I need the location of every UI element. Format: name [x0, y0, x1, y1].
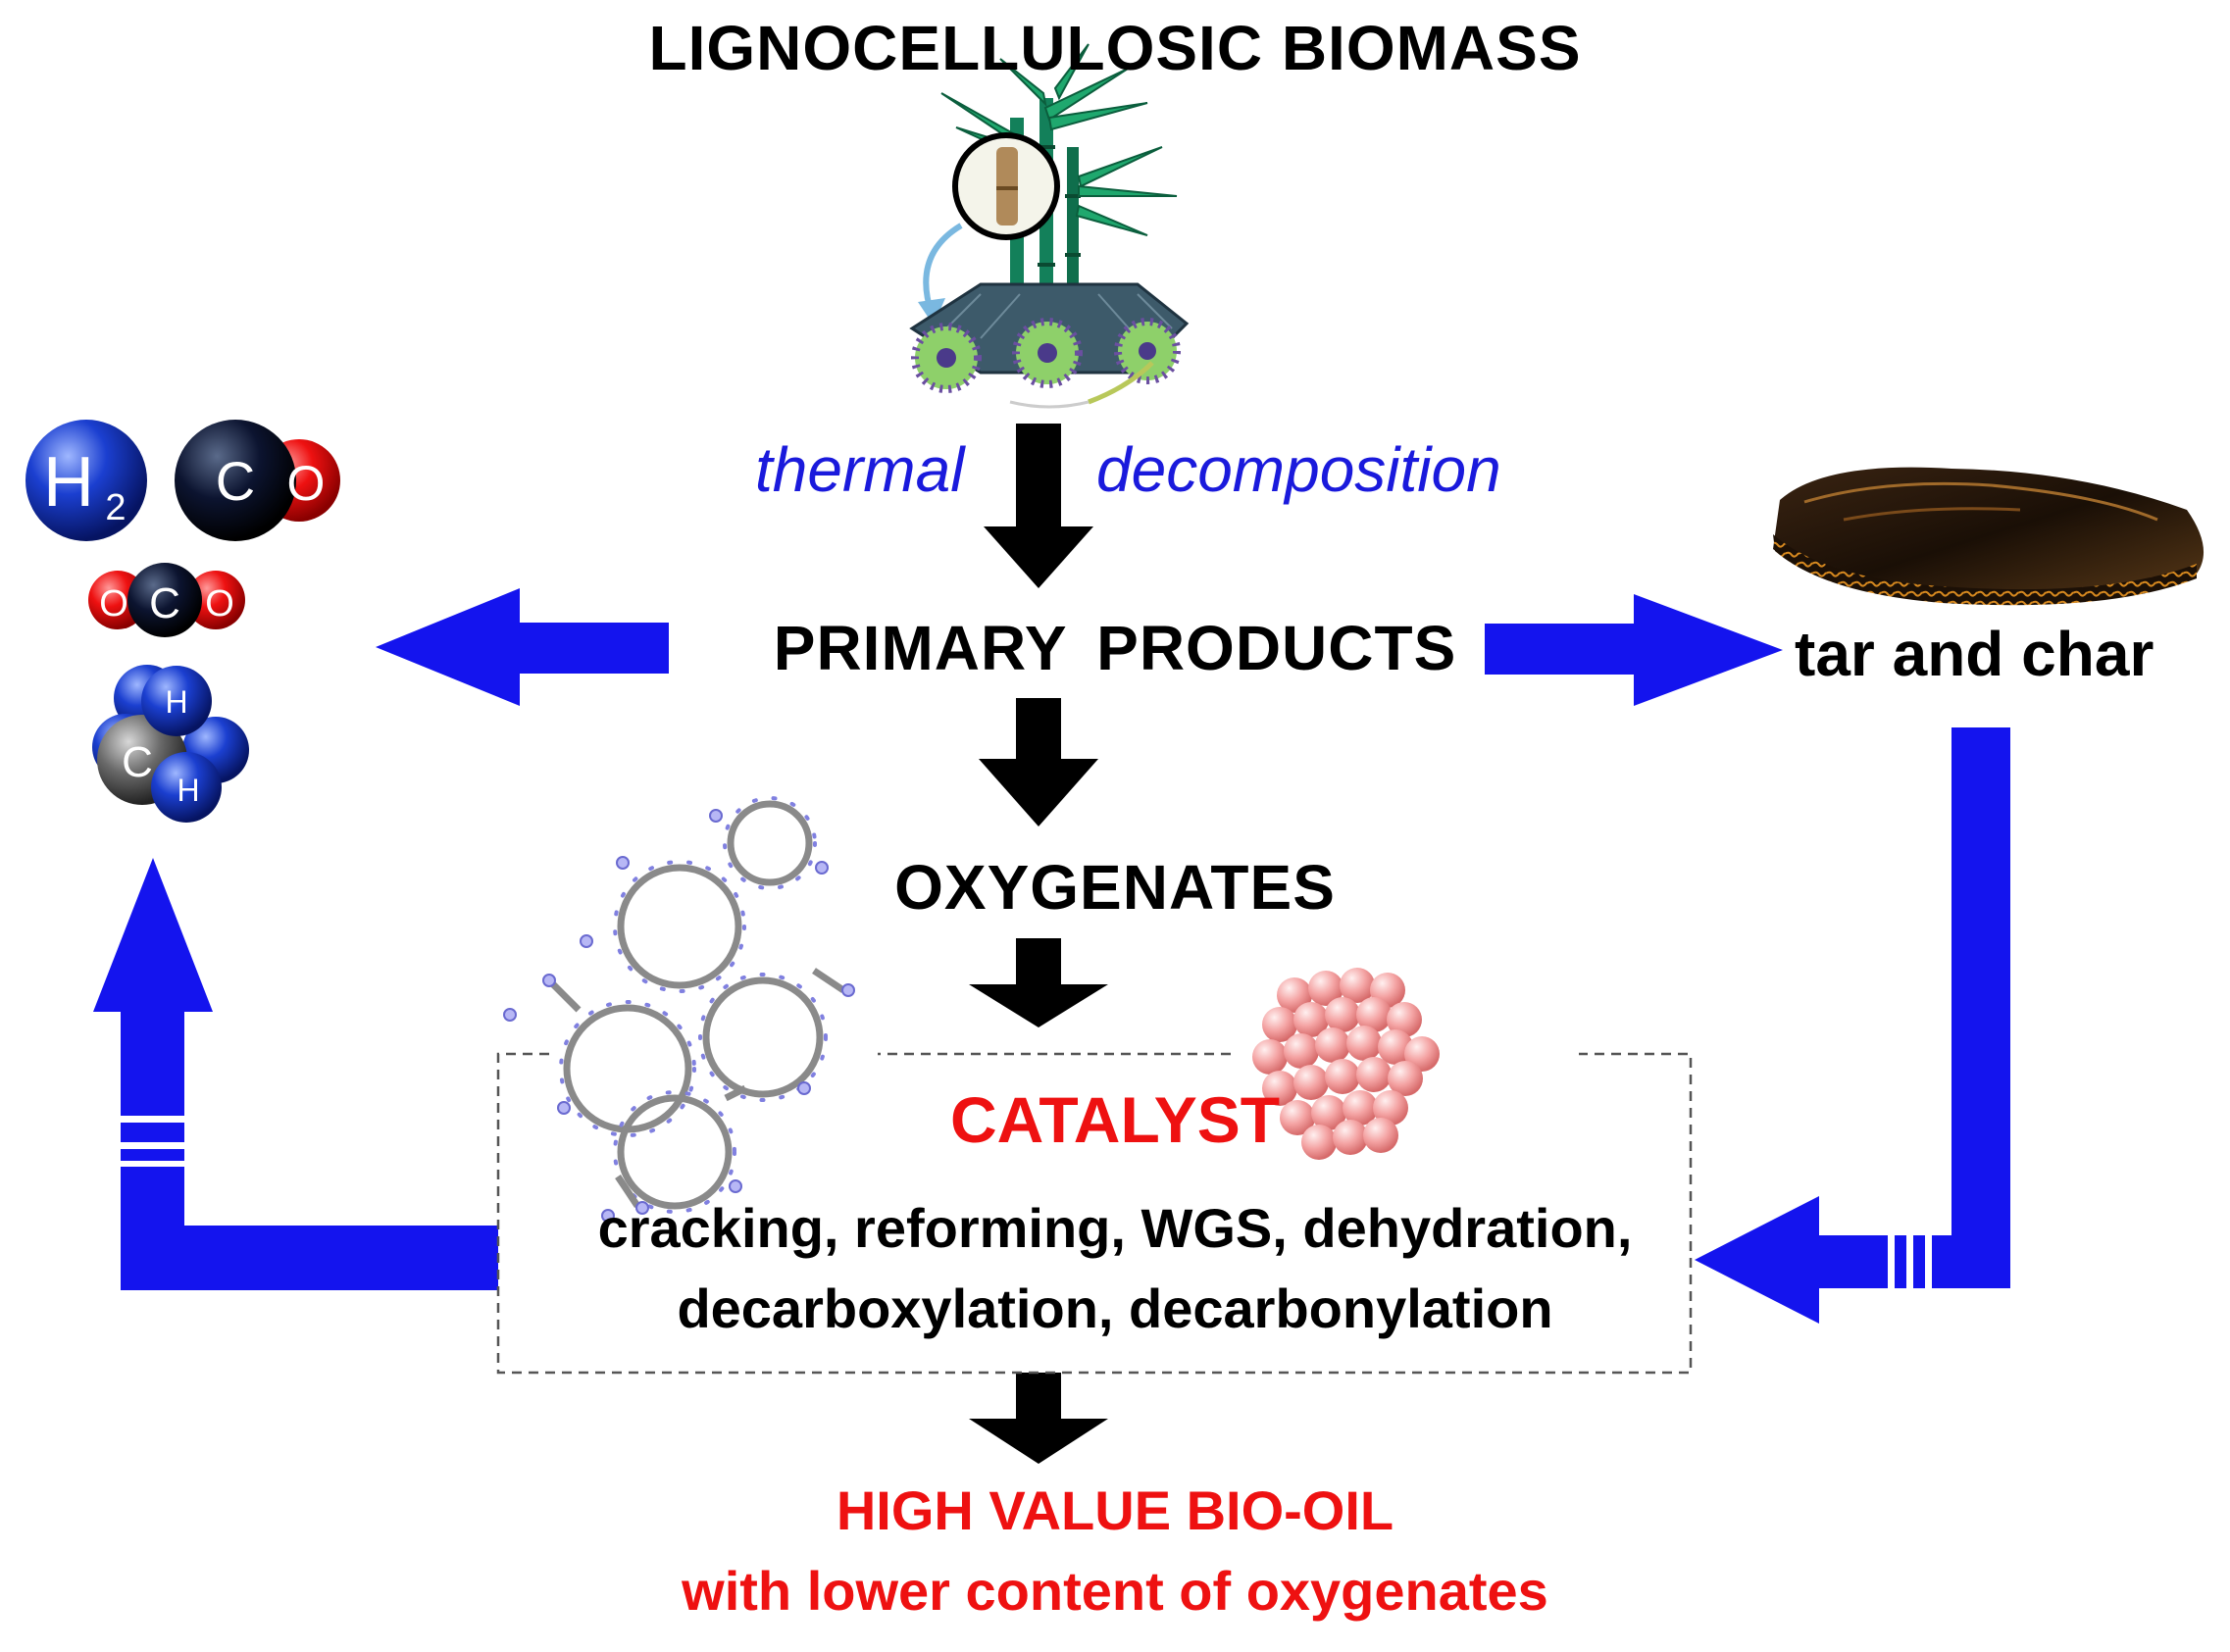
oxygenates-label: OXYGENATES [894, 852, 1336, 923]
catalyst-label: CATALYST [949, 1083, 1281, 1156]
arrow-to-tar-char [1485, 594, 1783, 706]
svg-text:C: C [149, 579, 180, 627]
svg-text:O: O [287, 456, 326, 511]
svg-text:O: O [99, 583, 128, 625]
catalyst-processes-line2: decarboxylation, decarbonylation [677, 1277, 1553, 1339]
step-label-thermal: thermal [755, 434, 965, 505]
oxygenates-to-catalyst-arrow [969, 938, 1108, 1027]
metal-nanoparticle-icon [1252, 968, 1440, 1160]
gas-return-arrow [93, 858, 498, 1290]
ch4-molecule-icon: C H H [92, 665, 249, 823]
svg-text:C: C [216, 450, 255, 512]
bio-oil-sublabel: with lower content of oxygenates [682, 1560, 1548, 1622]
tar-char-label: tar and char [1795, 619, 2154, 689]
svg-text:H: H [165, 684, 187, 720]
primary-to-oxygenates-arrow [979, 698, 1098, 826]
bio-oil-label: HIGH VALUE BIO-OIL [836, 1479, 1394, 1541]
co-molecule-icon: C O [175, 420, 340, 541]
catalyst-box [496, 1052, 1693, 1375]
bamboo-plant-icon [909, 43, 1190, 409]
step-label-decomposition: decomposition [1096, 434, 1501, 505]
catalyst-processes-line1: cracking, reforming, WGS, dehydration, [597, 1197, 1633, 1259]
diagram-title: LIGNOCELLULOSIC BIOMASS [648, 13, 1582, 83]
svg-text:H: H [43, 443, 94, 522]
arrow-to-gases [376, 588, 669, 706]
svg-text:C: C [122, 738, 153, 786]
h2-molecule-icon: H 2 [25, 420, 147, 541]
char-slab-icon [1773, 467, 2205, 606]
svg-text:2: 2 [105, 487, 126, 528]
svg-text:O: O [205, 583, 234, 625]
svg-text:H: H [177, 773, 199, 808]
char-return-arrow [1695, 727, 2010, 1324]
thermal-decomposition-arrow [984, 424, 1093, 588]
zeolite-framework-icon [503, 796, 855, 1223]
co2-molecule-icon: O C O [88, 563, 245, 637]
catalyst-to-bio-oil-arrow [969, 1373, 1108, 1464]
primary-products-label: PRIMARY PRODUCTS [773, 613, 1457, 683]
